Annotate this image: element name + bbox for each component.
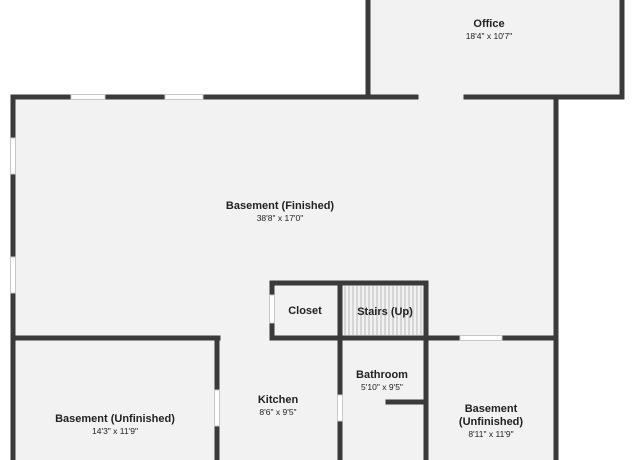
window-top-2 (164, 94, 204, 100)
basement-finished-dims: 38'8" x 17'0" (257, 213, 304, 223)
basement-unfinished-left-dims: 14'3" x 11'9" (92, 426, 138, 436)
floor-areas (13, 0, 622, 460)
room-labels: Office 18'4" x 10'7" Basement (Finished)… (55, 18, 523, 439)
window-top-1 (70, 94, 106, 100)
basement-unfinished-right-dims: 8'11" x 11'9" (468, 429, 513, 439)
office-floor (368, 0, 622, 97)
stairs-name: Stairs (Up) (357, 306, 413, 318)
closet-name: Closet (288, 305, 322, 317)
main-floor (13, 97, 556, 460)
basement-unfinished-left-name: Basement (Unfinished) (55, 413, 175, 425)
basement-unfinished-right-name-line1: Basement (465, 403, 518, 415)
window-right-divider (459, 335, 503, 341)
kitchen-name: Kitchen (258, 394, 299, 406)
window-left-2 (10, 256, 16, 294)
window-left-1 (10, 137, 16, 175)
basement-finished-name: Basement (Finished) (226, 200, 335, 212)
basement-unfinished-right-name-line2: (Unfinished) (459, 416, 523, 428)
bathroom-dims: 5'10" x 9'5" (361, 382, 403, 392)
office-name: Office (473, 18, 504, 30)
windows (10, 94, 503, 427)
kitchen-dims: 8'6" x 9'5" (259, 407, 296, 417)
stair-treads (344, 286, 422, 335)
window-kitchen-right (337, 394, 343, 422)
office-dims: 18'4" x 10'7" (466, 31, 513, 41)
window-kitchen-left (214, 389, 220, 427)
bathroom-name: Bathroom (356, 369, 408, 381)
window-closet (269, 294, 275, 324)
